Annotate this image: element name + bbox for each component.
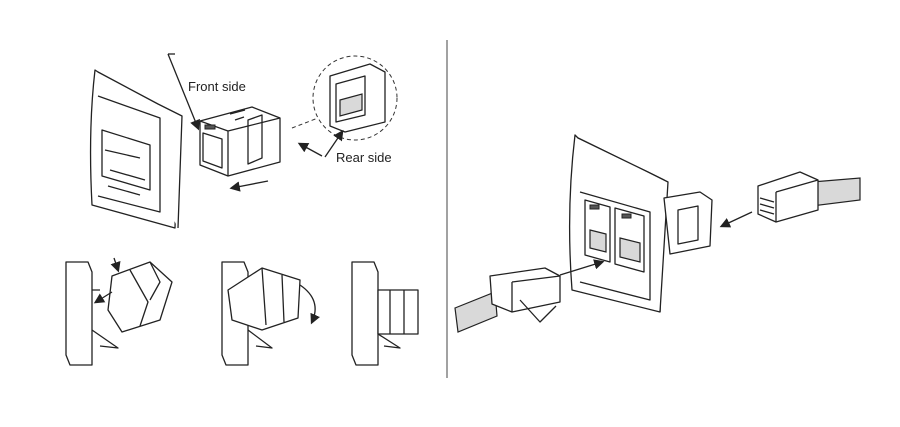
rear-side-pointer-1	[297, 142, 323, 157]
plug-insert-arrow-right	[719, 211, 753, 228]
rear-side-pointer-2	[324, 129, 344, 158]
install-step-3	[351, 261, 419, 366]
rear-side-label: Rear side	[336, 150, 392, 165]
rj45-plug-right	[757, 171, 861, 223]
insert-arrow	[229, 180, 269, 192]
keystone-module	[199, 106, 281, 177]
install-step-1	[65, 257, 173, 366]
faceplate-top-left	[89, 69, 183, 229]
rear-side-detail	[291, 55, 398, 141]
front-side-pointer	[167, 53, 200, 131]
faceplate-double	[568, 134, 713, 313]
front-side-label: Front side	[188, 79, 246, 94]
rj45-plug-left	[454, 267, 561, 333]
install-step-2	[221, 261, 320, 366]
plug-insert-arrow-left	[559, 259, 605, 276]
